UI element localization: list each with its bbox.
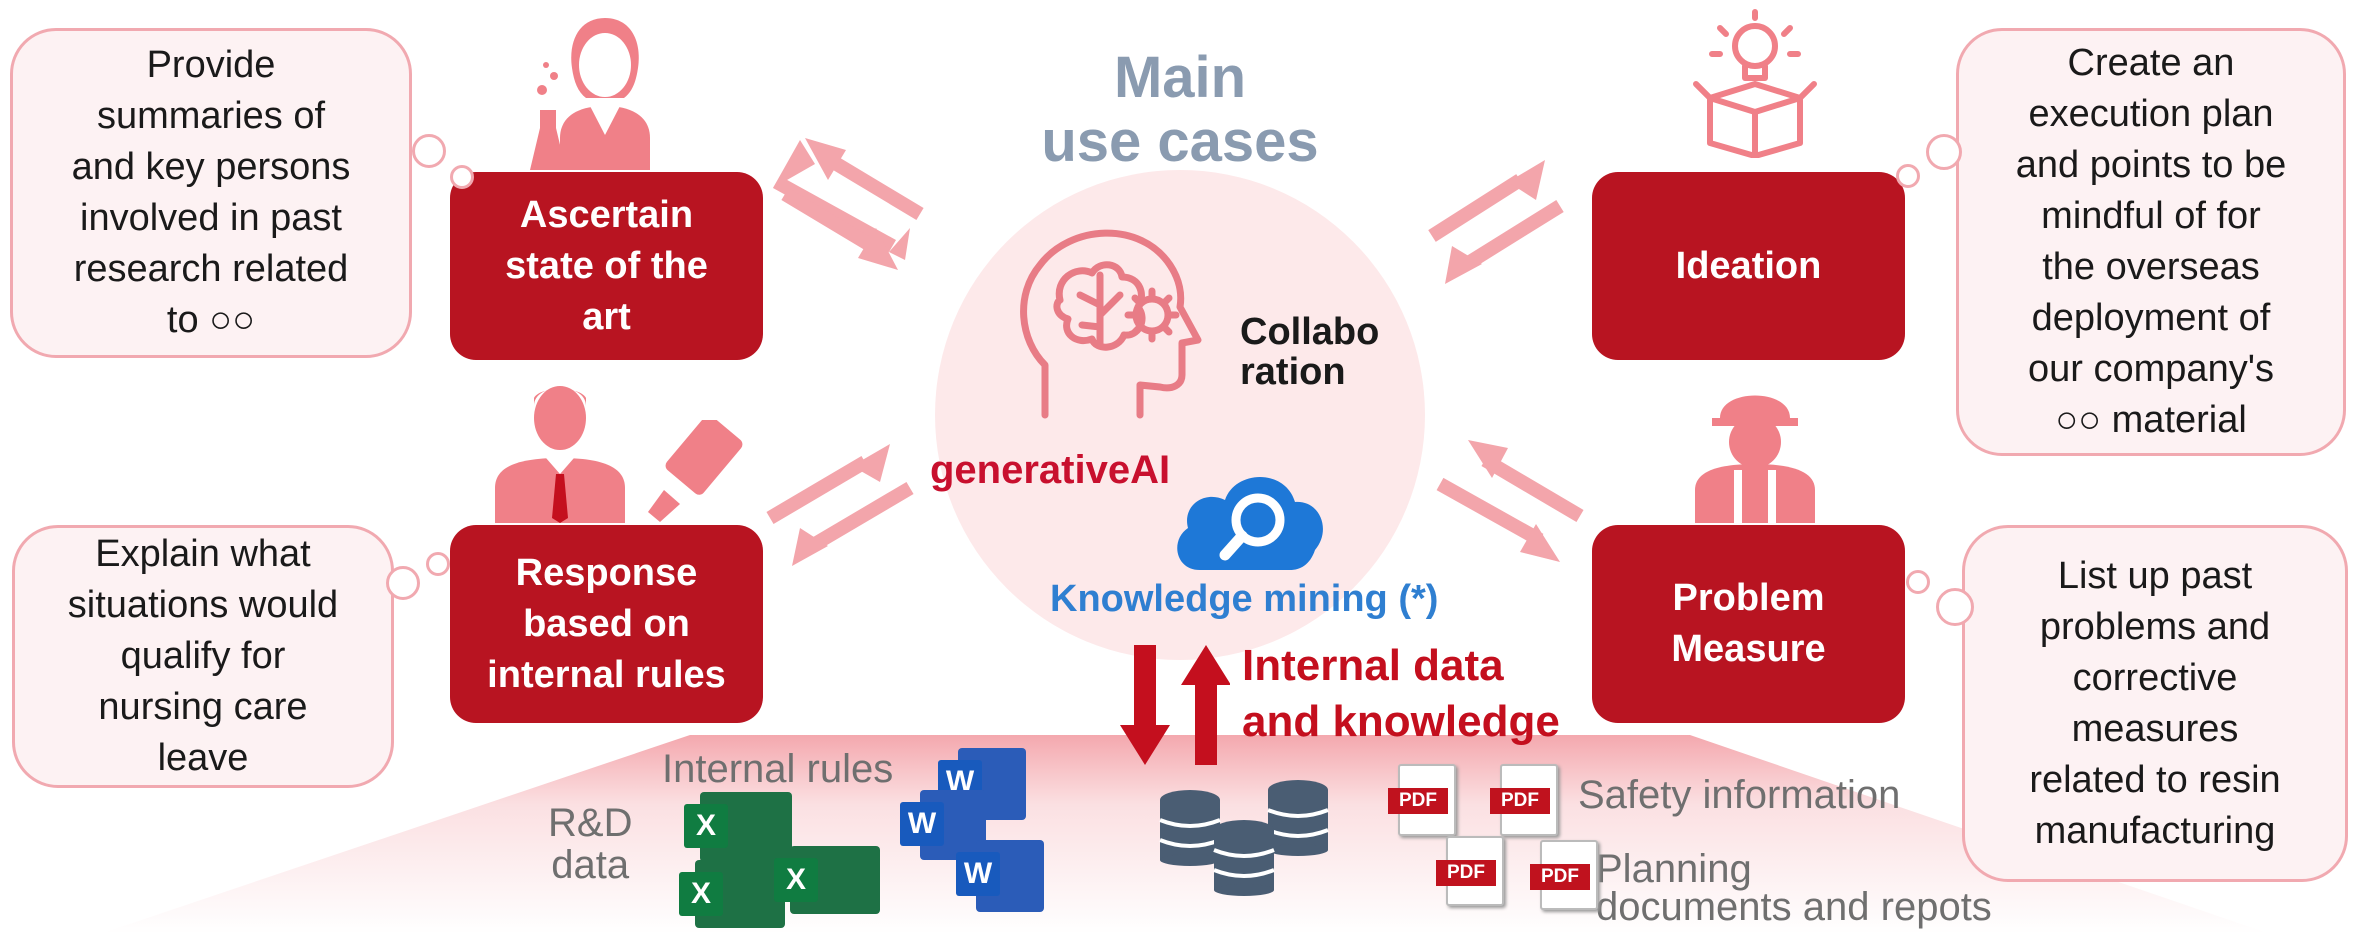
knowledge-mining-label: Knowledge mining (*) bbox=[1050, 578, 1439, 620]
bubble-bottom-right-text: List up past problems and corrective mea… bbox=[2029, 554, 2281, 852]
pdf-badge: PDF bbox=[1490, 788, 1550, 814]
word-icon: W bbox=[956, 840, 1044, 912]
bubble-top-left-text: Provide summaries of and key persons inv… bbox=[71, 44, 351, 341]
pdf-icon: PDF bbox=[1490, 764, 1558, 836]
label-rd-data: R&D data bbox=[548, 801, 633, 887]
data-flow-arrows bbox=[1120, 645, 1230, 765]
bubble-dot bbox=[1926, 134, 1962, 170]
usecase-state-of-art[interactable]: Ascertain state of the art bbox=[450, 172, 763, 360]
database-icon bbox=[1267, 780, 1329, 856]
pdf-icon: PDF bbox=[1530, 840, 1598, 910]
pdf-icon: PDF bbox=[1388, 764, 1456, 836]
label-planning: Planning documents and repots bbox=[1596, 847, 1992, 929]
bubble-dot bbox=[426, 552, 450, 576]
database-icon bbox=[1213, 820, 1275, 896]
cloud-search-icon bbox=[1177, 477, 1323, 570]
bubble-dot bbox=[386, 566, 420, 600]
pdf-badge: PDF bbox=[1388, 788, 1448, 814]
generative-ai-label: generativeAI bbox=[930, 448, 1171, 492]
excel-badge: X bbox=[679, 872, 723, 916]
usecase-internal-rules-label: Response based on internal rules bbox=[487, 551, 726, 696]
excel-badge: X bbox=[774, 858, 818, 902]
bubble-bottom-left-text: Explain what situations would qualify fo… bbox=[67, 533, 339, 779]
worker-icon bbox=[1695, 395, 1815, 523]
title-line1: Main bbox=[1113, 45, 1247, 110]
pdf-badge: PDF bbox=[1530, 864, 1590, 890]
bubble-dot bbox=[1906, 570, 1930, 594]
bubble-top-left: Provide summaries of and key persons inv… bbox=[10, 28, 412, 358]
label-safety: Safety information bbox=[1578, 773, 1901, 817]
bubble-dot bbox=[1896, 164, 1920, 188]
label-internal-rules: Internal rules bbox=[662, 747, 894, 791]
businessman-icon bbox=[495, 386, 625, 523]
title-line2: use cases bbox=[1041, 109, 1319, 174]
usecase-problem-measure[interactable]: Problem Measure bbox=[1592, 525, 1905, 723]
pdf-badge: PDF bbox=[1436, 860, 1496, 886]
scientist-icon bbox=[530, 18, 650, 170]
bubble-dot bbox=[1936, 588, 1974, 626]
bubble-top-right: Create an execution plan and points to b… bbox=[1956, 28, 2346, 456]
usecase-ideation[interactable]: Ideation bbox=[1592, 172, 1905, 360]
page-title: Main use cases bbox=[1000, 46, 1360, 174]
bubble-dot bbox=[412, 134, 446, 168]
word-badge: W bbox=[956, 852, 1000, 896]
excel-icon: X bbox=[684, 792, 792, 862]
excel-icon: X bbox=[774, 846, 880, 914]
usecase-problem-measure-label: Problem Measure bbox=[1671, 577, 1826, 670]
usecase-internal-rules[interactable]: Response based on internal rules bbox=[450, 525, 763, 723]
usecase-ideation-label: Ideation bbox=[1675, 244, 1822, 287]
usecase-state-of-art-label: Ascertain state of the art bbox=[505, 193, 708, 338]
marker-icon bbox=[648, 420, 743, 522]
word-icon: W bbox=[900, 790, 986, 860]
internal-data-label: Internal data and knowledge bbox=[1242, 641, 1560, 746]
center-circle bbox=[935, 170, 1425, 660]
excel-icon: X bbox=[679, 860, 785, 928]
collaboration-label: Collabo ration bbox=[1240, 311, 1380, 393]
pdf-icon: PDF bbox=[1436, 836, 1504, 906]
excel-badge: X bbox=[684, 804, 728, 848]
bubble-bottom-right: List up past problems and corrective mea… bbox=[1962, 525, 2348, 882]
lightbulb-box-icon bbox=[1693, 9, 1817, 158]
bubble-dot bbox=[450, 165, 474, 189]
bubble-top-right-text: Create an execution plan and points to b… bbox=[2015, 42, 2287, 441]
bubble-bottom-left: Explain what situations would qualify fo… bbox=[12, 525, 394, 788]
ai-head-icon bbox=[1020, 229, 1202, 419]
word-badge: W bbox=[900, 802, 944, 846]
